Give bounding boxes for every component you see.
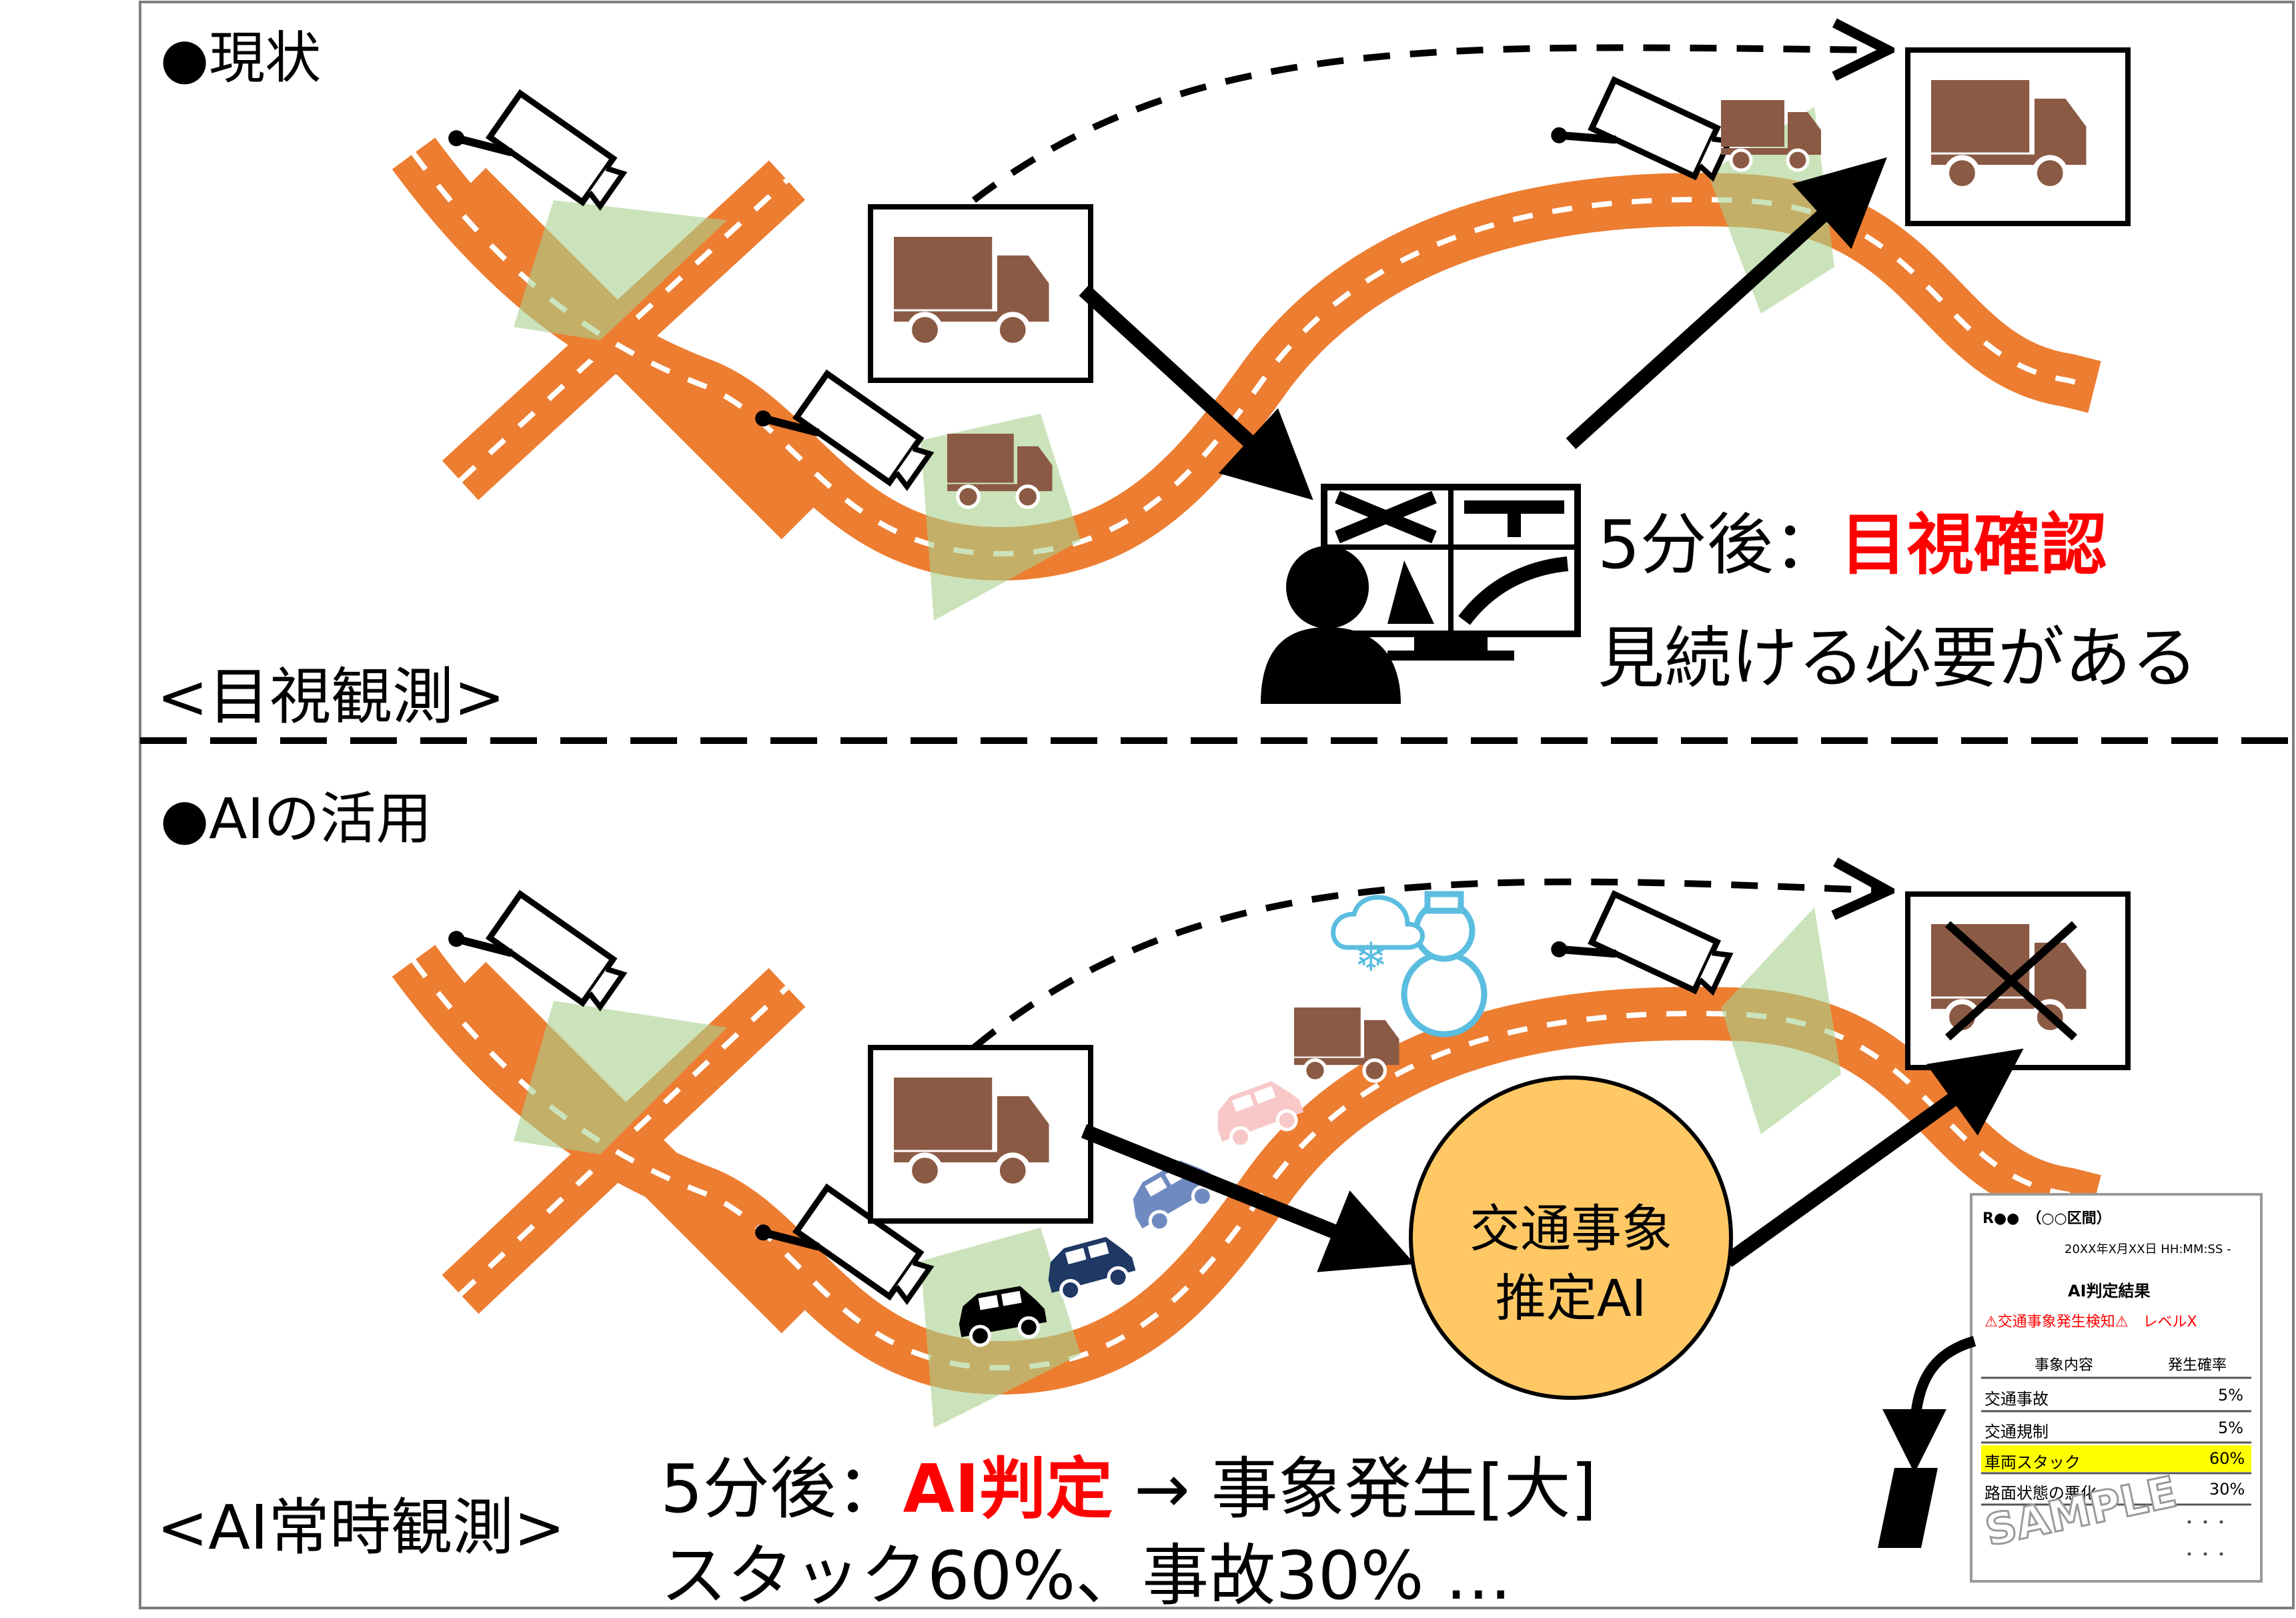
bottom-result-line1: 5分後：AI判定 → 事象発生[大] [660,1435,1597,1531]
ai-box-line2: 推定AI [1495,1268,1647,1328]
bottom-arrow-to-truck [1723,1048,2024,1267]
report-dots: ・・・ [2181,1513,2229,1532]
report-row-event: 交通事故 [1984,1390,2049,1408]
top-time-highlight: 目視確認 [1840,506,2107,584]
bottom-result-highlight: AI判定 [903,1450,1113,1528]
report-header: R●● （○○区間） [1982,1210,2111,1227]
ai-report-document [1970,1193,2263,1583]
report-row-prob: 30% [2209,1480,2245,1499]
ai-estimator-circle [1409,1076,1733,1400]
bottom-result-suffix: → 事象発生[大] [1113,1450,1597,1528]
bottom-section-title: ●AIの活用 [160,786,432,851]
svg-text:❄: ❄ [1354,934,1387,981]
report-dots: ・・・ [2181,1545,2229,1564]
bottom-result-prefix: 5分後： [660,1450,903,1528]
top-arrow-to-truck [1566,157,1887,450]
panel-frame [139,1,2295,1609]
report-datetime: 20XX年X月XX日 HH:MM:SS - [2065,1242,2231,1256]
report-col-prob: 発生確率 [2168,1357,2227,1374]
report-row-prob: 5% [2218,1386,2244,1404]
top-arrow-to-monitor [1079,284,1313,500]
cross-mark-icon [1944,921,2078,1041]
report-row-event: 車両スタック [1984,1453,2081,1472]
top-time-prefix: 5分後： [1598,506,1840,584]
bottom-mode-label: <AI常時観測> [157,1492,566,1563]
report-row-event: 交通規制 [1984,1423,2049,1441]
bottom-road-truck [1294,1007,1399,1081]
top-time-label: 5分後：目視確認 [1598,490,2107,587]
report-alert: ⚠交通事象発生検知⚠ レベルX [1984,1314,2197,1330]
snow-cloud-icon: ❄ [1331,895,1425,981]
ai-box-label: 交通事象 推定AI [1424,1194,1718,1333]
top-note: 見続ける必要がある [1598,619,2198,697]
top-mode-label: <目視観測> [157,661,506,733]
report-row-prob: 5% [2218,1419,2244,1437]
bottom-result-line2: スタック60%、事故30% … [660,1537,1512,1615]
bottom-road-network [392,945,2101,1395]
report-row-event: 路面状態の悪化 [1984,1484,2097,1503]
top-dashed-arrow [971,47,1888,203]
report-col-event: 事象内容 [2035,1357,2094,1374]
ai-box-line1: 交通事象 [1470,1199,1672,1258]
report-handoff-arrow [1882,1336,1976,1473]
report-row-prob: 60% [2209,1449,2245,1468]
snowman-icon [1401,891,1488,1038]
report-title: AI判定結果 [2068,1282,2151,1300]
bottom-arrow-to-ai [1081,1124,1415,1272]
bottom-dashed-arrow [971,882,1888,1050]
smartphone-icon [1878,1468,1938,1548]
operator-icon [1261,484,1581,704]
top-section-title: ●現状 [160,25,322,91]
